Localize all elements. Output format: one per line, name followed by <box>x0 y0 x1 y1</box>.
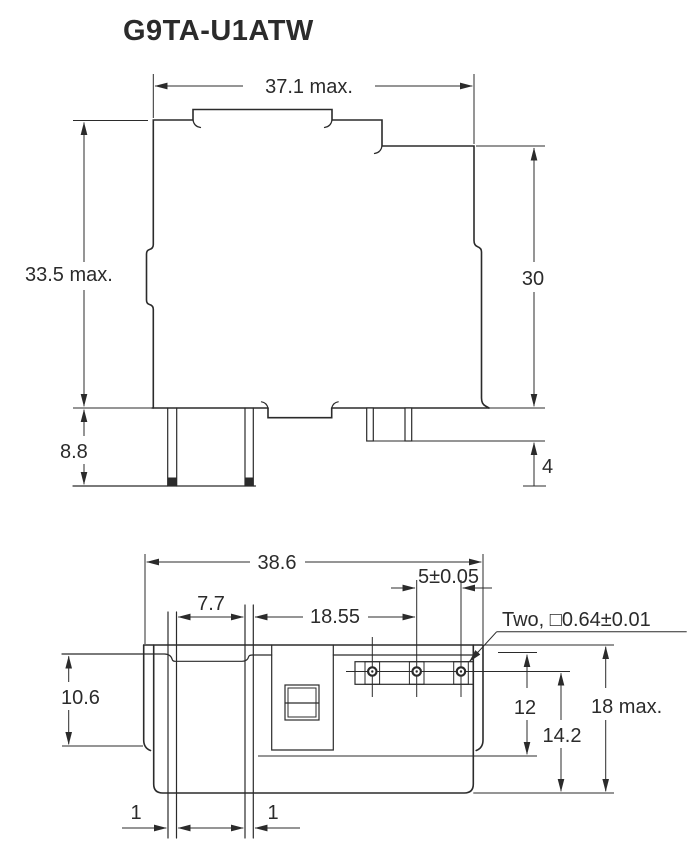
dim-inner-depth: 12 <box>258 652 537 757</box>
step-curl <box>373 145 383 155</box>
dim-flange-depth-label: 10.6 <box>61 687 100 709</box>
dim-pin-length-label: 4 <box>542 456 553 478</box>
right-flange <box>475 644 484 752</box>
side-view: 37.1 max. 33.5 max. 30 8.8 4 <box>25 74 553 487</box>
tab-left-curl <box>192 119 202 129</box>
dim-overall-height: 33.5 max. <box>25 120 148 407</box>
dim-overall-width: 37.1 max. <box>152 74 475 144</box>
dim-overall-height-label: 33.5 max. <box>25 264 113 286</box>
bottom-view-body-outline <box>152 644 475 794</box>
dim-slot-width-right-label: 1 <box>267 802 278 824</box>
dim-case-height-label: 30 <box>522 268 544 290</box>
dim-terminal-row-depth-label: 14.2 <box>543 725 582 747</box>
dim-terminal-length: 8.8 <box>60 409 88 485</box>
dim-overall-depth-label: 18 max. <box>591 696 662 718</box>
dim-terminal-pitch: 5±0.05 <box>391 566 492 592</box>
bottom-tab-left-curl <box>260 401 269 409</box>
dim-overall-depth: 18 max. <box>591 646 662 792</box>
dim-flange-depth: 10.6 <box>61 655 100 745</box>
right-pins <box>366 407 413 442</box>
dim-slot-width-left-label: 1 <box>130 802 141 824</box>
dim-slot-width-left: 1 <box>122 802 222 832</box>
dim-terminal-length-label: 8.8 <box>60 441 88 463</box>
dim-bottom-overall-width: 38.6 <box>144 552 484 644</box>
dim-slot-width-right: 1 <box>198 802 300 832</box>
dim-slot-spacing: 7.7 <box>177 593 244 621</box>
dim-slot-spacing-label: 7.7 <box>197 593 225 615</box>
bottom-tab <box>267 407 333 419</box>
dim-overall-width-label: 37.1 max. <box>265 76 353 98</box>
left-terminal <box>167 407 254 487</box>
terminal-slots <box>167 604 254 839</box>
side-view-body-outline <box>145 108 490 409</box>
dim-terminal-row-depth: 14.2 <box>543 672 582 792</box>
terminal-size-note: Two, □0.64±0.01 <box>469 609 687 662</box>
dim-terminal-offset: 18.55 <box>254 606 416 628</box>
dim-terminal-offset-label: 18.55 <box>310 606 360 628</box>
dim-case-height: 30 <box>476 145 545 407</box>
terminal-holes <box>366 666 467 677</box>
dim-pin-length: 4 <box>523 442 553 487</box>
drawing-title: G9TA-U1ATW <box>123 15 314 47</box>
tab-right-curl <box>323 119 333 129</box>
bottom-view: 38.6 7.7 18.55 5±0.05 Two, □0.64±0.01 <box>61 552 687 839</box>
dim-inner-depth-label: 12 <box>514 697 536 719</box>
terminal-size-note-label: Two, □0.64±0.01 <box>502 609 651 631</box>
center-block <box>271 644 334 751</box>
dim-bottom-overall-width-label: 38.6 <box>258 552 297 574</box>
left-flange <box>142 644 152 752</box>
dim-terminal-pitch-label: 5±0.05 <box>418 566 479 588</box>
inner-profile-left <box>61 653 273 662</box>
bottom-tab-right-curl <box>331 401 339 409</box>
